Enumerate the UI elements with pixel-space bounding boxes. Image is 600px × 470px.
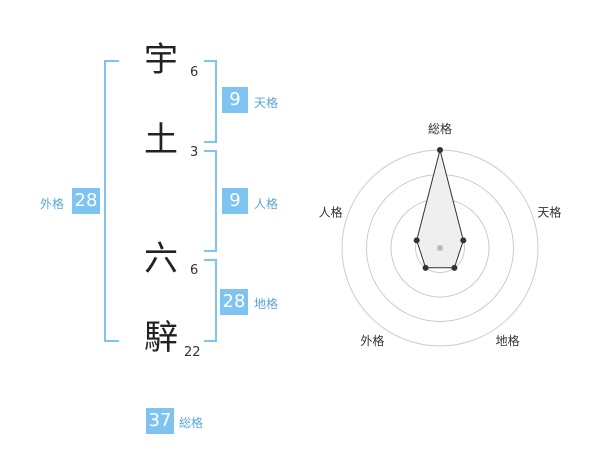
radar-point-2: [460, 237, 467, 244]
radar-axis-label-4: 外格: [360, 333, 384, 348]
chikaku-bracket: [204, 259, 217, 342]
chikaku-badge: 28: [220, 289, 248, 315]
tenkaku-label: 天格: [254, 96, 279, 110]
gaikaku-bracket: [104, 60, 119, 342]
radar-axis-label-5: 人格: [319, 204, 343, 219]
jinkaku-badge: 9: [222, 188, 248, 214]
chikaku-label: 地格: [254, 297, 279, 311]
surname-char-2-strokes: 3: [190, 145, 199, 160]
jinkaku-bracket: [204, 150, 217, 252]
soukaku-badge: 37: [146, 408, 174, 434]
tenkaku-bracket: [204, 60, 217, 143]
radar-point-3: [451, 264, 458, 271]
given-char-2-strokes: 22: [184, 345, 201, 360]
surname-char-1-strokes: 6: [190, 65, 199, 80]
tenkaku-badge: 9: [222, 87, 248, 113]
radar-axis-label-2: 天格: [537, 204, 561, 219]
given-char-1-strokes: 6: [190, 263, 199, 278]
radar-axis-label-3: 地格: [496, 333, 520, 348]
jinkaku-label: 人格: [254, 197, 279, 211]
given-char-1: 六: [144, 239, 178, 279]
radar-area: [416, 149, 464, 269]
surname-char-1: 宇: [144, 40, 178, 80]
given-char-2: 騂: [144, 318, 178, 358]
surname-char-2: 土: [144, 120, 178, 160]
radar-point-4: [422, 264, 429, 271]
gaikaku-badge: 28: [72, 188, 100, 214]
soukaku-label: 総格: [179, 416, 204, 430]
radar-point-1: [437, 147, 443, 153]
radar-point-5: [413, 237, 420, 244]
gaikaku-label: 外格: [40, 197, 65, 211]
radar-axis-label-1: 総格: [428, 121, 452, 136]
radar-center-dot: [437, 245, 443, 251]
